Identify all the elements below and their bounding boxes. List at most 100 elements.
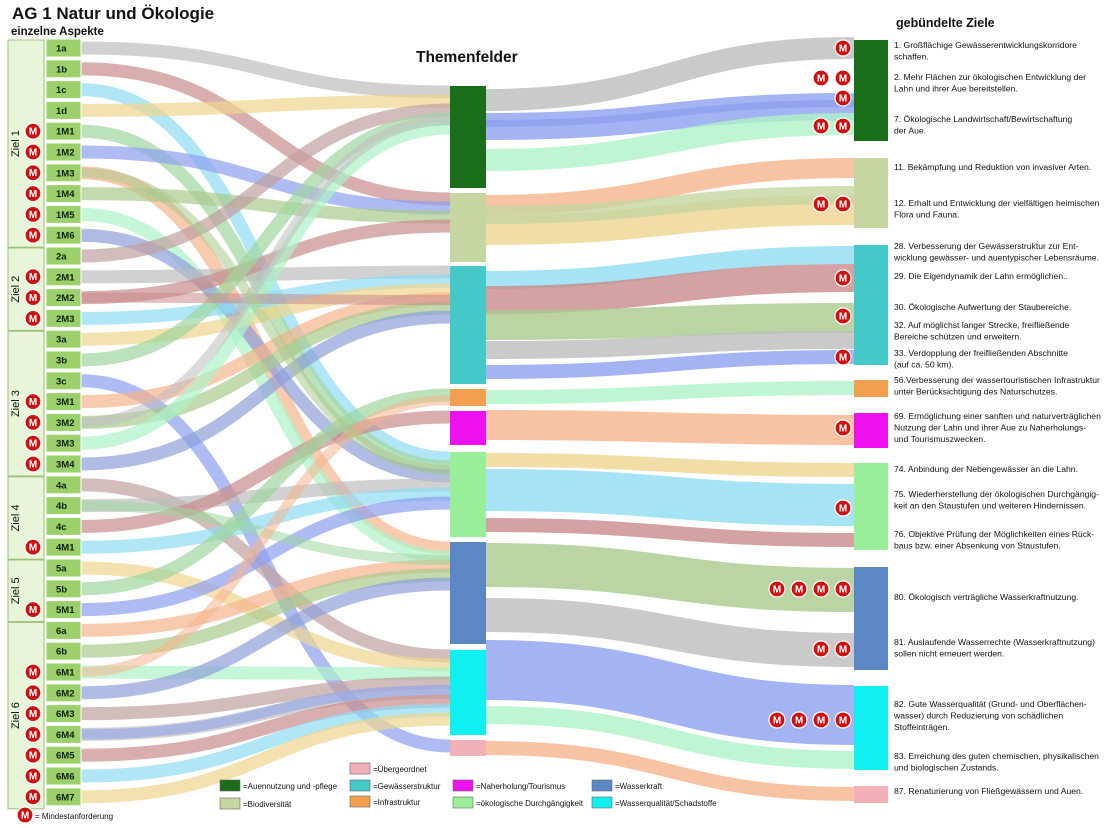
theme-bar-durch [450,452,486,537]
svg-text:M: M [29,314,37,325]
aspect-1c: 1c [45,80,82,100]
legend-swatch [452,779,474,792]
legend-label: =Übergeordnet [373,765,427,774]
aspect-label: 1M2 [56,148,74,159]
legend-swatch [452,796,474,809]
legend-swatch [349,762,371,775]
legend-item: =Wasserqualität/Schadstoffe [591,796,717,809]
m-requirement-icon: M [834,195,852,213]
m-requirement-icon: M [834,89,852,107]
m-requirement-icon: M [24,205,42,223]
m-requirement-icon: M [24,684,42,702]
svg-text:M: M [839,352,847,363]
aspect-label: 4b [56,501,67,512]
flow-band [485,350,855,379]
aspect-label: 1a [56,44,67,55]
flow-band [80,62,451,206]
aspect-1b: 1b [45,59,82,79]
m-requirement-icon: M [24,226,42,244]
aspect-4b: 4b [45,496,82,516]
flow-band [485,264,855,314]
aspect-3b: 3b [45,350,82,370]
m-requirement-icon: M [24,393,42,411]
svg-text:M: M [29,272,37,283]
svg-text:M: M [839,73,847,84]
goal-item: 29. Die Eigendynamik der Lahn ermögliche… [834,269,1068,287]
goal-bar-wkraft [854,567,888,670]
m-requirement-icon: M [24,164,42,182]
svg-text:M: M [817,584,825,595]
goal-item: 11. Bekämpfung und Reduktion von invasiv… [894,162,1091,172]
m-requirement-icon: M [812,580,830,598]
theme-bar-nah [450,411,486,445]
goal-text: 29. Die Eigendynamik der Lahn ermögliche… [894,271,1068,281]
aspect-4a: 4a [45,475,82,495]
aspect-group-label: Ziel 2 [10,276,22,303]
aspect-label: 4a [56,480,67,491]
goal-bar-bio [854,158,888,228]
svg-text:M: M [29,751,37,762]
aspect-label: 6M4 [56,730,75,741]
aspect-3c: 3c [45,371,82,391]
goal-item: 87. Renaturierung von Fließgewässern und… [894,786,1083,796]
svg-text:M: M [29,168,37,179]
svg-text:M: M [773,715,781,726]
m-requirement-icon: M [24,122,42,140]
flow-band [80,685,451,740]
aspect-group-label: Ziel 1 [10,130,22,157]
svg-text:M: M [29,127,37,138]
aspect-label: 3a [56,335,67,346]
svg-text:M: M [29,792,37,803]
m-requirement-icon: M [834,499,852,517]
flow-band [80,292,451,305]
goal-item: 76. Objektive Prüfung der Möglichkeiten … [894,529,1094,551]
aspect-label: 3M3 [56,439,74,450]
svg-text:M: M [29,231,37,242]
goal-item: 56.Verbesserung der wassertouristischen … [894,375,1100,397]
goal-text: 81. Auslaufende Wasserrechte (Wasserkraf… [894,637,1095,659]
goal-text: 82. Gute Wasserqualität (Grund- und Ober… [893,699,1087,732]
aspect-group-label: Ziel 5 [10,577,22,604]
legend-label: =Wasserkraft [615,782,663,791]
svg-text:M: M [29,543,37,554]
page-title: AG 1 Natur und Ökologie [12,4,215,23]
theme-bar-gew [450,266,486,384]
goal-text: 7. Ökologische Landwirtschaft/Bewirtscha… [894,114,1072,136]
aspect-4c: 4c [45,516,82,536]
goal-bar-auen [854,40,888,141]
goal-bar-wqual [854,686,888,770]
aspect-label: 1d [56,106,67,117]
flow-band [80,559,451,637]
flow-band [80,301,451,429]
m-requirement-icon: M [768,580,786,598]
theme-bar-bio [450,193,486,262]
m-requirement-icon: M [834,39,852,57]
legend-item: =Übergeordnet [349,762,427,775]
flow-band [80,167,451,475]
goal-item: 7. Ökologische Landwirtschaft/Bewirtscha… [812,114,1072,136]
goal-text: 76. Objektive Prüfung der Möglichkeiten … [894,529,1094,551]
goal-text: 11. Bekämpfung und Reduktion von invasiv… [894,162,1091,172]
m-requirement-icon: M [24,185,42,203]
svg-text:M: M [817,644,825,655]
legend-label: =Auennutzung und -pflege [243,782,338,791]
aspect-label: 3b [56,356,67,367]
flow-band [80,694,451,762]
goal-text: 74. Anbindung der Nebengewässer an die L… [894,464,1078,474]
goal-bar-nah [854,413,888,448]
svg-text:M: M [839,715,847,726]
m-requirement-icon: M [24,413,42,431]
flow-band [80,121,451,450]
goal-text: 2. Mehr Flächen zur ökologischen Entwick… [894,72,1086,94]
flow-band [485,100,855,140]
svg-text:M: M [839,644,847,655]
goal-text: 32. Auf möglichst langer Strecke, freifl… [894,320,1070,342]
goal-item: 69. Ermöglichung einer sanften und natur… [834,411,1101,444]
aspect-label: 3M1 [56,397,75,408]
svg-text:M: M [817,121,825,132]
